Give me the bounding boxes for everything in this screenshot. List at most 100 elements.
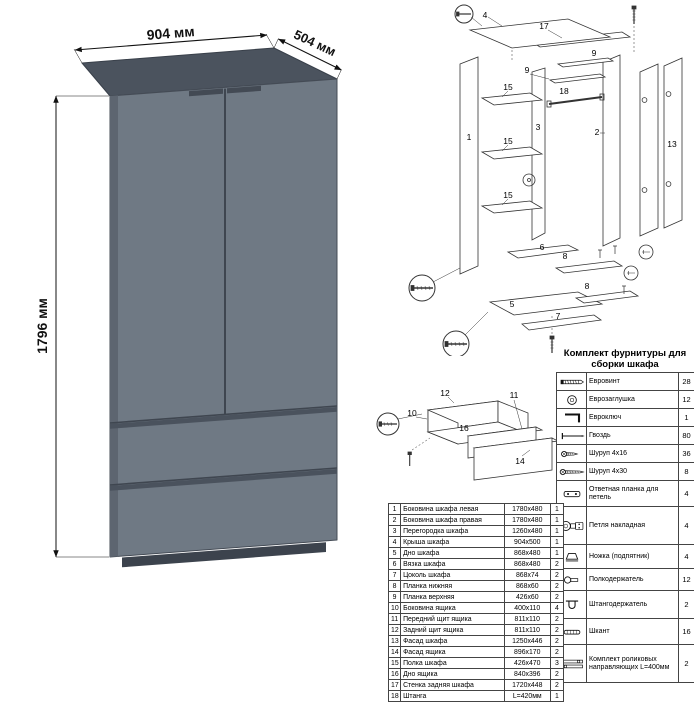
part-number: 4: [389, 537, 401, 548]
hardware-row: Шкант 16: [557, 619, 694, 645]
part-qty: 1: [550, 515, 563, 526]
hardware-item-qty: 28: [679, 373, 694, 391]
drawer-linework: [377, 397, 558, 480]
part-qty: 1: [550, 526, 563, 537]
hardware-row: Шуруп 4x30 8: [557, 463, 694, 481]
part-size: 868x480: [504, 548, 550, 559]
part-qty: 3: [550, 658, 563, 669]
hardware-icon-cell: [557, 427, 587, 445]
part-name: Боковина шкафа правая: [401, 515, 505, 526]
part-number: 5: [389, 548, 401, 559]
hardware-item-qty: 1: [679, 409, 694, 427]
part-size: 811x110: [504, 625, 550, 636]
part-number: 10: [389, 603, 401, 614]
part-qty: 1: [550, 548, 563, 559]
part-name: Фасад шкафа: [401, 636, 505, 647]
parts-row: 1 Боковина шкафа левая 1780x480 1: [389, 504, 564, 515]
label-drawer-facade: 14: [515, 456, 525, 466]
hardware-item-name: Петля накладная: [587, 507, 679, 545]
parts-row: 15 Полка шкафа 426x470 3: [389, 658, 564, 669]
part-name: Дно шкафа: [401, 548, 505, 559]
hardware-row: Евровинт 28: [557, 373, 694, 391]
hardware-row: Штангодержатель 2: [557, 591, 694, 619]
hardware-item-name: Шуруп 4x30: [587, 463, 679, 481]
label-drawer-back: 12: [440, 388, 450, 398]
part-qty: 2: [550, 680, 563, 691]
part-name: Дно ящика: [401, 669, 505, 680]
label-plinth: 7: [556, 311, 561, 321]
part-name: Перегородка шкафа: [401, 526, 505, 537]
hinge-plate-icon: [558, 487, 586, 501]
part-qty: 2: [550, 625, 563, 636]
hardware-row: Петля накладная 4: [557, 507, 694, 545]
part-size: 811x110: [504, 614, 550, 625]
part-name: Боковина ящика: [401, 603, 505, 614]
hardware-item-name: Еврозаглушка: [587, 391, 679, 409]
hardware-icon-cell: [557, 391, 587, 409]
part-size: 868x60: [504, 581, 550, 592]
label-plank-b: 8: [585, 281, 590, 291]
confirmat-screw-icon: [558, 375, 586, 389]
parts-row: 11 Передний щит ящика 811x110 2: [389, 614, 564, 625]
hardware-item-name: Ножка (подпятник): [587, 545, 679, 569]
hardware-icon-cell: [557, 409, 587, 427]
part-name: Вязка шкафа: [401, 559, 505, 570]
hardware-item-qty: 4: [679, 481, 694, 507]
hardware-row: Евроключ 1: [557, 409, 694, 427]
hardware-kit-title: Комплект фурнитуры для сборки шкафа: [556, 348, 694, 370]
part-size: 426x60: [504, 592, 550, 603]
parts-row: 7 Цоколь шкафа 868x74 2: [389, 570, 564, 581]
hardware-item-name: Гвоздь: [587, 427, 679, 445]
hardware-item-name: Штангодержатель: [587, 591, 679, 619]
exploded-linework: [409, 5, 682, 356]
hardware-row: Комплект роликовых направляющих L=400мм …: [557, 645, 694, 683]
drawer-assembly-diagram: 12 10 16 11 14: [372, 386, 572, 506]
part-number: 2: [389, 515, 401, 526]
part-size: 400x110: [504, 603, 550, 614]
label-shelf-c: 15: [503, 190, 513, 200]
hardware-item-qty: 80: [679, 427, 694, 445]
part-size: 426x470: [504, 658, 550, 669]
part-qty: 2: [550, 647, 563, 658]
hardware-kit-table: Евровинт 28 Еврозаглушка 1 2 Евроключ 1: [556, 372, 694, 683]
part-size: 1780x480: [504, 504, 550, 515]
hardware-item-name: Комплект роликовых направляющих L=400мм: [587, 645, 679, 683]
label-bottom: 5: [510, 299, 515, 309]
hardware-item-name: Полкодержатель: [587, 569, 679, 591]
part-number: 17: [389, 680, 401, 691]
part-name: Боковина шкафа левая: [401, 504, 505, 515]
parts-row: 14 Фасад ящика 896x170 2: [389, 647, 564, 658]
hardware-item-name: Евроключ: [587, 409, 679, 427]
part-name: Передний щит ящика: [401, 614, 505, 625]
part-qty: 2: [550, 669, 563, 680]
part-qty: 2: [550, 570, 563, 581]
exploded-assembly-diagram: 4 17 9 9 18 1 3 15 15 15 2 13 6 8 8 5 7: [372, 0, 694, 356]
parts-row: 6 Вязка шкафа 868x480 2: [389, 559, 564, 570]
part-number: 15: [389, 658, 401, 669]
parts-row: 5 Дно шкафа 868x480 1: [389, 548, 564, 559]
hardware-item-name: Ответная планка для петель: [587, 481, 679, 507]
part-qty: 1: [550, 537, 563, 548]
part-qty: 2: [550, 581, 563, 592]
part-qty: 2: [550, 559, 563, 570]
hardware-item-name: Шкант: [587, 619, 679, 645]
part-number: 13: [389, 636, 401, 647]
hardware-item-qty: 2: [679, 591, 694, 619]
label-drawer-bottom: 16: [459, 423, 469, 433]
part-number: 11: [389, 614, 401, 625]
hardware-item-qty: 16: [679, 619, 694, 645]
wardrobe-illustration: 1796 мм 904 мм 504 мм: [10, 8, 366, 608]
part-number: 16: [389, 669, 401, 680]
cap-icon: [558, 393, 586, 407]
part-name: Задний щит ящика: [401, 625, 505, 636]
label-rod: 18: [559, 86, 569, 96]
hardware-row: Ножка (подпятник) 4: [557, 545, 694, 569]
screw-small-icon: [558, 447, 586, 461]
parts-row: 13 Фасад шкафа 1250x446 2: [389, 636, 564, 647]
parts-row: 8 Планка нижняя 868x60 2: [389, 581, 564, 592]
wardrobe-cabinet: [82, 48, 337, 567]
hardware-row: Шуруп 4x16 36: [557, 445, 694, 463]
label-drawer-side: 10: [407, 408, 417, 418]
hardware-icon-cell: [557, 373, 587, 391]
